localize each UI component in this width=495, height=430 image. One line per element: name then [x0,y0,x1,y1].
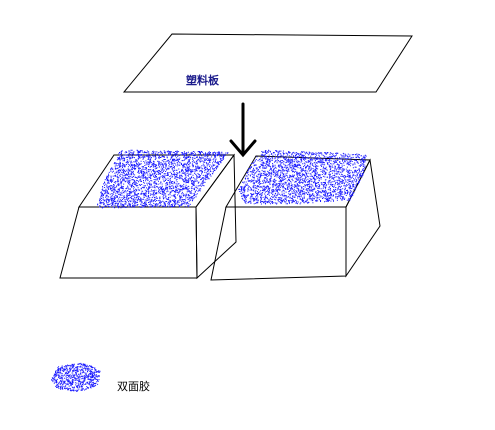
plastic-plate: 塑料板 [122,33,413,93]
right-block [210,155,381,281]
legend-label: 双面胶 [117,379,150,393]
down-arrow-icon [229,102,257,158]
legend: 双面胶 [51,362,150,393]
left-block-top-face [78,154,235,208]
plastic-plate-outline [122,33,413,93]
adhesive-speckle [238,149,367,205]
left-block-front-face [59,206,198,279]
plastic-plate-label: 塑料板 [186,73,220,87]
adhesive-texture-icon [51,362,101,392]
adhesive-speckle [97,149,229,209]
left-block-side-face [195,153,237,280]
right-block-front-face [210,206,347,281]
double-sided-tape-right [238,149,367,205]
double-sided-tape-left [97,149,229,209]
adhesive-speckle [51,362,101,392]
